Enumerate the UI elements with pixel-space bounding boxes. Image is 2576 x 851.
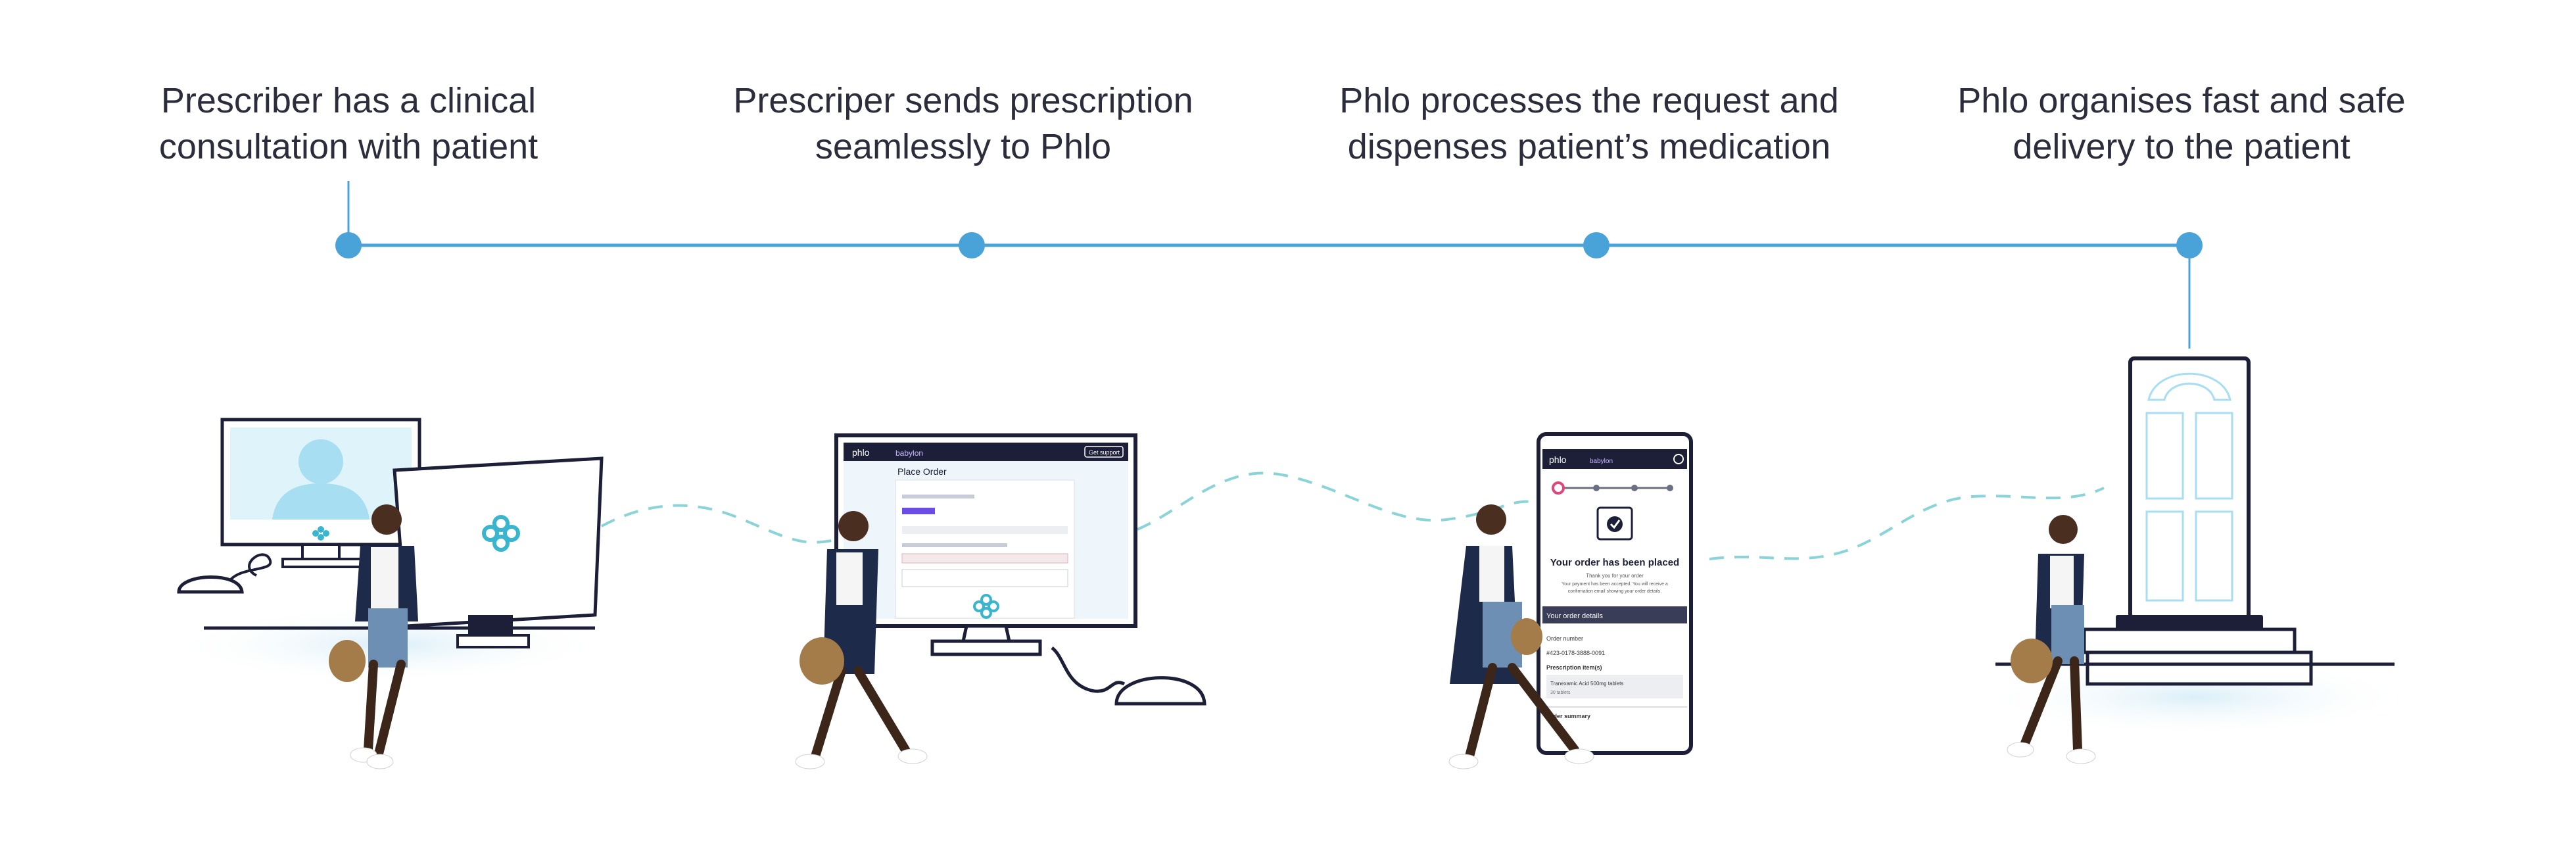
check-icon xyxy=(1610,520,1621,529)
step-4-line-2: delivery to the patient xyxy=(2013,127,2350,166)
patient-figure-3 xyxy=(1448,504,1594,769)
prescription-scene: phlo babylon Get support Place Order xyxy=(795,433,1206,769)
order-monitor-base xyxy=(930,639,1042,656)
phone-brand: phlo xyxy=(1549,454,1567,465)
delivery-scene xyxy=(1979,356,2413,764)
door-fanlight xyxy=(2147,372,2231,401)
computer-mouse xyxy=(177,575,244,594)
wave-1 xyxy=(601,504,832,544)
phone-email-text: confirmation email showing your order de… xyxy=(1568,589,1661,594)
phone-order-number: #423-0178-3888-0091 xyxy=(1546,650,1605,656)
step-3-caption: Phlo processes the request and dispenses… xyxy=(1293,78,1885,170)
order-screen-nav xyxy=(844,443,1128,461)
step-1-line-1: Prescriber has a clinical xyxy=(160,81,537,120)
step-1-line-2: consultation with patient xyxy=(158,127,538,166)
phone-frame xyxy=(1537,432,1693,755)
front-monitor-base xyxy=(456,634,530,648)
get-support-label: Get support xyxy=(1089,449,1120,456)
timeline-dot-4 xyxy=(2176,232,2203,258)
phone-item-qty: 30 tablets xyxy=(1550,691,1571,695)
dashed-waves xyxy=(601,472,2105,560)
timeline-dot-2 xyxy=(959,232,985,258)
cross-logo-icon xyxy=(482,515,520,552)
order-monitor-stand xyxy=(961,624,1012,643)
order-computer-mouse xyxy=(1114,676,1206,706)
monitor-base xyxy=(281,558,363,568)
phone-item-row xyxy=(1546,675,1683,698)
door-panel-tr xyxy=(2195,412,2233,500)
door-panel-br xyxy=(2195,510,2233,602)
monitor-stand xyxy=(301,543,341,560)
timeline-dot-3 xyxy=(1583,232,1610,258)
get-support-button[interactable] xyxy=(1084,446,1124,458)
door-step-upper xyxy=(2082,627,2297,654)
patient-avatar-body xyxy=(272,483,370,520)
order-screen-brand: phlo xyxy=(852,447,870,458)
order-mouse-cable xyxy=(1051,646,1126,693)
step-3-line-2: dispenses patient’s medication xyxy=(1347,127,1831,166)
small-cross-icon xyxy=(312,526,329,541)
timeline xyxy=(335,181,2203,349)
phone-partner: babylon xyxy=(1590,458,1613,465)
phone-title: Your order has been placed xyxy=(1550,557,1679,568)
phone-details-title: Your order details xyxy=(1546,612,1603,620)
phone-payment-text: Your payment has been accepted. You will… xyxy=(1562,582,1668,587)
step-2-line-1: Prescriper sends prescription xyxy=(733,81,1193,120)
order-screen-partner: babylon xyxy=(895,449,923,458)
prescriber-monitor xyxy=(393,456,604,628)
door-step-lower xyxy=(2086,650,2313,686)
step-4-caption: Phlo organises fast and safe delivery to… xyxy=(1886,78,2477,170)
wave-3 xyxy=(1709,487,2105,560)
dispensing-scene: phlo babylon Your order has been placed … xyxy=(1448,432,1693,769)
mouse-cable xyxy=(229,553,272,581)
phone-items-label: Prescription item(s) xyxy=(1546,664,1602,671)
timeline-dot-1 xyxy=(335,232,362,258)
door-threshold xyxy=(2116,615,2263,629)
order-screen-heading: Place Order xyxy=(897,466,947,477)
door-panel-tl xyxy=(2145,412,2184,500)
patient-avatar-head xyxy=(298,439,343,484)
phone-order-label: Order number xyxy=(1546,635,1583,642)
patient-figure-1 xyxy=(329,504,418,769)
step-2-caption: Prescriper sends prescription seamlessly… xyxy=(667,78,1259,170)
progress-step-active xyxy=(1552,481,1565,495)
phone-help-icon[interactable] xyxy=(1673,454,1684,464)
patient-figure-4 xyxy=(2007,515,2096,764)
phone-nav xyxy=(1542,449,1687,469)
patient-figure-2 xyxy=(795,511,928,769)
consultation-scene xyxy=(171,418,605,769)
phone-summary-label: Order summary xyxy=(1546,713,1590,719)
step-4-line-1: Phlo organises fast and safe xyxy=(1957,81,2406,120)
monitor-cross-icon xyxy=(973,594,999,619)
phone-details-header xyxy=(1542,606,1687,623)
phone-item-name: Tranexamic Acid 500mg tablets xyxy=(1550,681,1623,687)
step-1-caption: Prescriber has a clinical consultation w… xyxy=(53,78,644,170)
order-form-card xyxy=(895,479,1075,619)
phone-thanks: Thank you for your order xyxy=(1586,573,1644,579)
step-2-line-2: seamlessly to Phlo xyxy=(815,127,1112,166)
door-panel-bl xyxy=(2145,510,2184,602)
step-3-line-1: Phlo processes the request and xyxy=(1339,81,1839,120)
